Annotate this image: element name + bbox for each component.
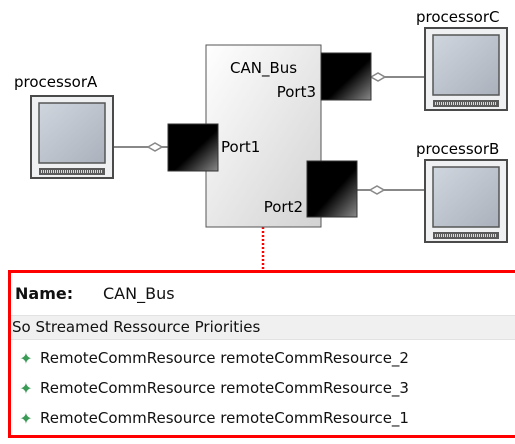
- port1[interactable]: Port1: [167, 123, 260, 172]
- processor-icon: [30, 95, 114, 179]
- processor-a[interactable]: processorA: [14, 73, 114, 179]
- list-item[interactable]: ✦ RemoteCommResource remoteCommResource_…: [11, 403, 515, 433]
- list-item[interactable]: ✦ RemoteCommResource remoteCommResource_…: [11, 343, 515, 373]
- port3-label: Port3: [277, 83, 316, 101]
- list-item[interactable]: ✦ RemoteCommResource remoteCommResource_…: [11, 373, 515, 403]
- can-bus-label: CAN_Bus: [230, 59, 297, 78]
- connector-port3-processorC: [369, 72, 425, 82]
- green-diamond-icon: ✦: [19, 408, 33, 428]
- processor-c[interactable]: processorC: [416, 8, 508, 111]
- list-item-label: RemoteCommResource remoteCommResource_1: [40, 409, 409, 427]
- processor-icon: [424, 159, 508, 243]
- port1-label: Port1: [221, 138, 260, 156]
- name-value[interactable]: CAN_Bus: [103, 284, 175, 303]
- processor-icon: [424, 27, 508, 111]
- connector-processorA-port1: [113, 142, 168, 152]
- green-diamond-icon: ✦: [19, 348, 33, 368]
- name-row: Name: CAN_Bus: [11, 281, 515, 311]
- green-diamond-icon: ✦: [19, 378, 33, 398]
- port2-label: Port2: [264, 198, 303, 216]
- processor-b[interactable]: processorB: [416, 140, 508, 243]
- section-header[interactable]: So Streamed Ressource Priorities: [11, 315, 515, 340]
- connector-port2-processorB: [357, 185, 425, 195]
- processor-a-label: processorA: [14, 73, 98, 91]
- properties-panel: Name: CAN_Bus So Streamed Ressource Prio…: [8, 270, 515, 438]
- port2[interactable]: Port2: [264, 160, 358, 218]
- processor-c-label: processorC: [416, 8, 499, 26]
- name-label: Name:: [15, 284, 74, 303]
- list-item-label: RemoteCommResource remoteCommResource_3: [40, 379, 409, 397]
- processor-b-label: processorB: [416, 140, 499, 158]
- resource-list: ✦ RemoteCommResource remoteCommResource_…: [11, 343, 515, 433]
- list-item-label: RemoteCommResource remoteCommResource_2: [40, 349, 409, 367]
- port3[interactable]: Port3: [277, 52, 372, 101]
